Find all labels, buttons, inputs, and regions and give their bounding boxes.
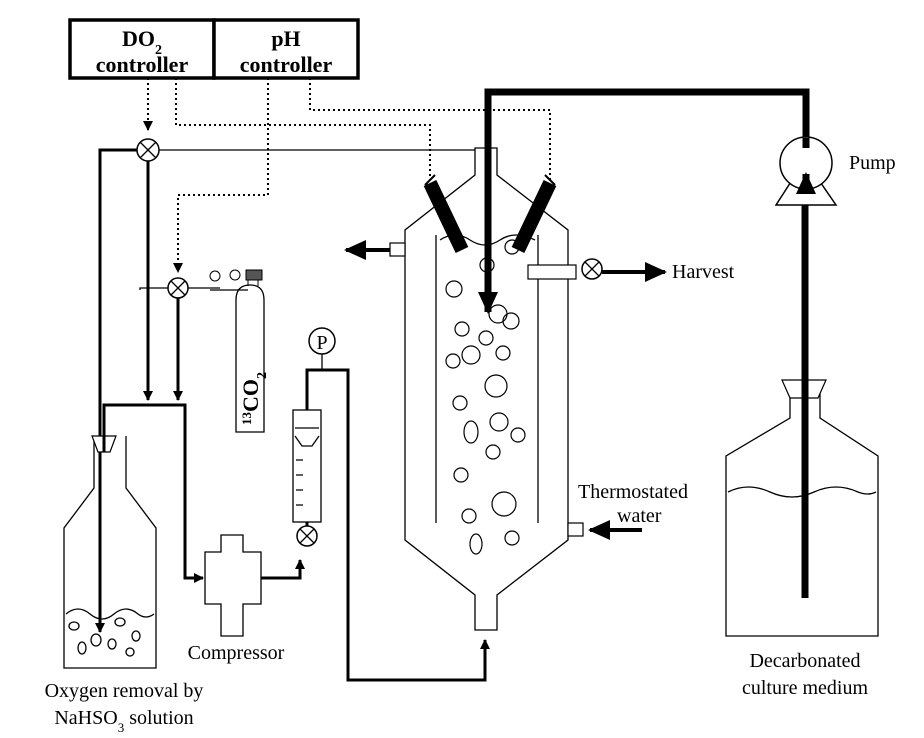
co2-cylinder-label: 13CO2 (238, 372, 270, 425)
do2-controller-title: DO2 (122, 26, 162, 58)
culture-medium-bottle: Decarbonated culture medium (725, 379, 879, 699)
ph-controller-subtitle: controller (240, 52, 333, 77)
pump-label: Pump (849, 152, 896, 174)
do2-controller-subtitle: controller (96, 52, 189, 77)
gas-valve-top (136, 138, 160, 162)
pump: Pump (774, 136, 896, 206)
compressor-label: Compressor (188, 642, 285, 664)
gas-lines (95, 148, 490, 682)
thermostated-label-line1: Thermostated (578, 481, 688, 503)
bioreactor-vessel (344, 147, 667, 631)
thermostated-label-line2: water (617, 505, 662, 527)
oxygen-removal-label-line1: Oxygen removal by (45, 680, 204, 702)
oxygen-removal-label-line2: NaHSO3 solution (54, 707, 193, 735)
co2-cylinder: 13CO2 (209, 269, 270, 433)
pressure-gauge-label: P (316, 332, 327, 354)
flowmeter (292, 409, 322, 547)
oxygen-removal-bottle: Oxygen removal by NaHSO3 solution (45, 410, 204, 735)
co2-valve (167, 277, 189, 299)
culture-medium-label-line2: culture medium (742, 677, 869, 699)
pressure-gauge: P (308, 327, 336, 370)
do2-controller: DO2 controller (68, 18, 216, 80)
culture-medium-label-line1: Decarbonated (749, 650, 860, 672)
harvest-label: Harvest (672, 261, 735, 283)
compressor: Compressor (188, 534, 285, 664)
control-signal-lines (143, 78, 551, 273)
ph-controller-title: pH (271, 26, 300, 51)
ph-controller: pH controller (212, 18, 360, 80)
